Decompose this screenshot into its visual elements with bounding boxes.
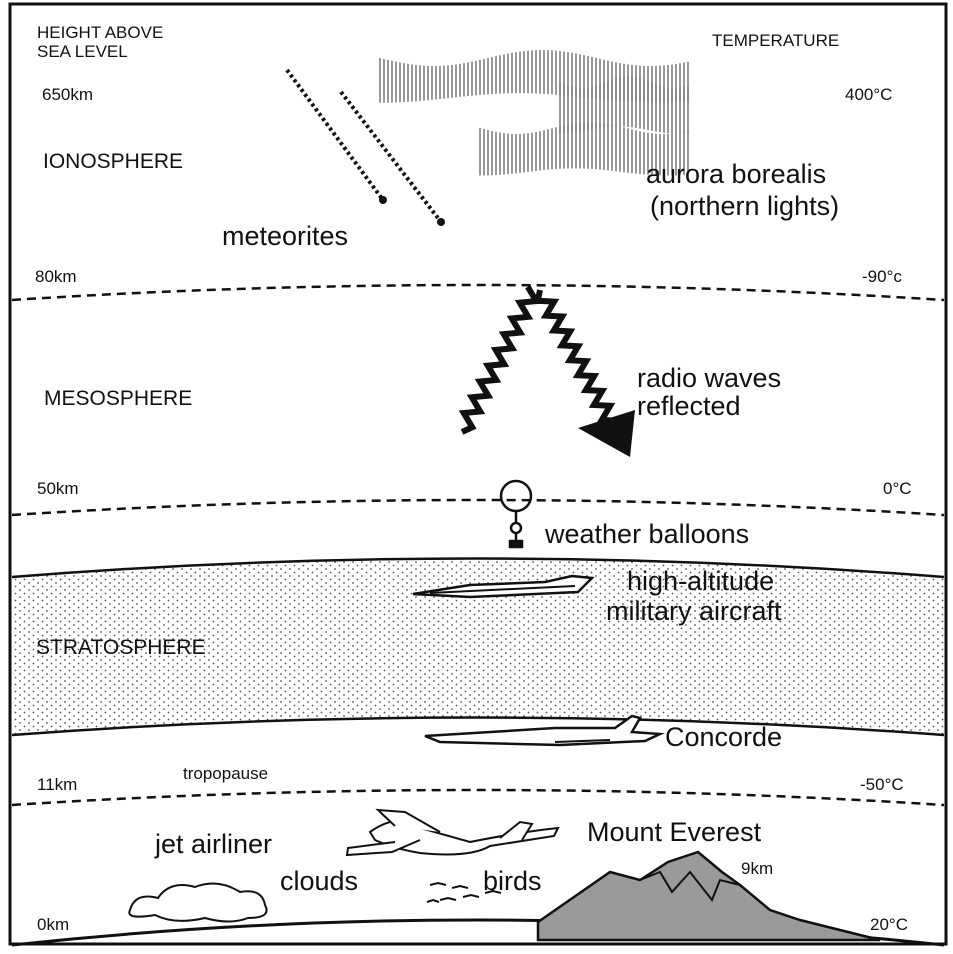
military-aircraft-label-line2: military aircraft — [606, 597, 782, 627]
clouds-icon — [129, 883, 266, 921]
temperature-20c: 20°C — [870, 916, 908, 935]
radio-waves-icon — [462, 287, 635, 457]
weather-balloon-icon — [501, 481, 531, 547]
tropopause-label: tropopause — [183, 765, 268, 784]
weather-balloons-label: weather balloons — [545, 520, 749, 550]
mesosphere-label: MESOSPHERE — [44, 387, 192, 410]
jet-airliner-icon — [347, 810, 558, 855]
altitude-0km: 0km — [37, 916, 69, 935]
altitude-50km: 50km — [37, 480, 79, 499]
mesopause-line — [12, 285, 944, 300]
military-aircraft-label-line1: high-altitude — [627, 567, 774, 597]
concorde-label: Concorde — [665, 723, 782, 753]
concorde-icon — [425, 716, 660, 745]
stratosphere-label: STRATOSPHERE — [36, 636, 206, 659]
aurora-label-line1: aurora borealis — [646, 160, 826, 190]
mount-everest-icon — [538, 852, 880, 940]
temperature-minus50c: -50°C — [860, 776, 904, 795]
meteorites-icon — [287, 70, 445, 226]
height-axis-label: HEIGHT ABOVE SEA LEVEL — [37, 24, 163, 61]
height-label-line2: SEA LEVEL — [37, 43, 163, 62]
jet-airliner-label: jet airliner — [155, 830, 272, 860]
clouds-label: clouds — [280, 867, 358, 897]
altitude-650km: 650km — [42, 86, 93, 105]
ionosphere-label: IONOSPHERE — [43, 150, 183, 173]
aurora-icon — [380, 50, 688, 176]
diagram-border — [10, 4, 946, 944]
radio-waves-label-line2: reflected — [637, 392, 741, 422]
radio-waves-label-line1: radio waves — [637, 364, 781, 394]
temperature-400c: 400°C — [845, 86, 892, 105]
temperature-0c: 0°C — [883, 480, 912, 499]
temperature-axis-label: TEMPERATURE — [712, 32, 839, 51]
meteorites-label: meteorites — [222, 222, 348, 252]
mount-everest-label: Mount Everest — [587, 818, 761, 848]
altitude-80km: 80km — [35, 268, 77, 287]
aurora-label-line2: (northern lights) — [650, 192, 839, 222]
height-label-line1: HEIGHT ABOVE — [37, 24, 163, 43]
everest-height-label: 9km — [741, 860, 773, 879]
tropopause-line — [12, 790, 944, 805]
temperature-minus90c: -90°c — [862, 268, 902, 287]
stratopause-line — [12, 500, 944, 515]
birds-label: birds — [483, 867, 542, 897]
altitude-11km: 11km — [37, 776, 77, 795]
